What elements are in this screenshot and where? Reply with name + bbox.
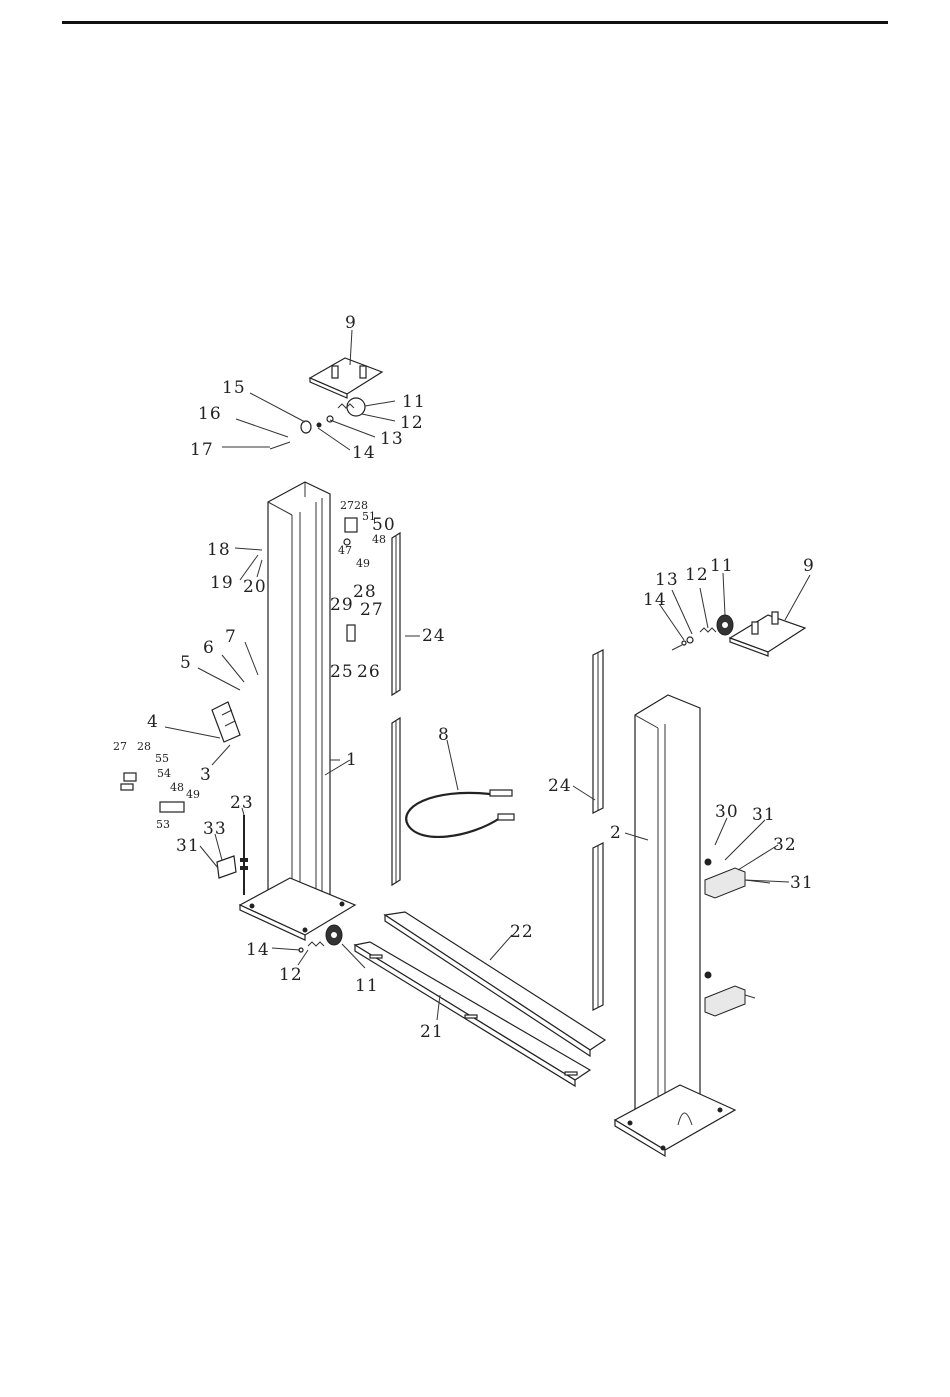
label-11-top: 11 xyxy=(402,392,426,412)
label-29: 29 xyxy=(330,595,354,615)
label-49-a: 49 xyxy=(356,557,370,570)
label-18: 18 xyxy=(207,540,231,560)
lock-bracket-3 xyxy=(212,702,240,742)
label-27-c: 27 xyxy=(113,740,127,753)
label-15: 15 xyxy=(222,378,246,398)
bracket-50 xyxy=(344,518,357,545)
label-7: 7 xyxy=(225,627,237,647)
label-5: 5 xyxy=(180,653,192,673)
label-25: 25 xyxy=(330,662,354,682)
label-47: 47 xyxy=(338,544,352,557)
label-11-b: 11 xyxy=(355,976,379,996)
label-6: 6 xyxy=(203,638,215,658)
label-12-r: 12 xyxy=(685,565,709,585)
right-column-2 xyxy=(615,695,735,1156)
label-1: 1 xyxy=(346,750,358,770)
label-48-b: 48 xyxy=(170,781,184,794)
label-13-top: 13 xyxy=(380,429,404,449)
label-48-a: 48 xyxy=(372,533,386,546)
channel-24-upper-right xyxy=(593,650,603,813)
label-53: 53 xyxy=(156,818,170,831)
label-28-c: 28 xyxy=(137,740,151,753)
label-50: 50 xyxy=(372,515,396,535)
channel-24-upper-left xyxy=(392,533,400,695)
bracket-25 xyxy=(347,625,355,641)
label-14-top: 14 xyxy=(352,443,376,463)
label-23: 23 xyxy=(230,793,254,813)
channel-24-lower-left xyxy=(392,718,400,885)
label-16: 16 xyxy=(198,404,222,424)
label-24-a: 24 xyxy=(422,626,446,646)
top-washer-parts xyxy=(270,416,333,449)
lock-block-lower xyxy=(705,972,755,1016)
label-55: 55 xyxy=(155,752,169,765)
right-sheave-11 xyxy=(672,615,733,650)
label-14-r: 14 xyxy=(643,590,667,610)
label-26: 26 xyxy=(357,662,381,682)
label-9-r: 9 xyxy=(803,556,815,576)
top-sheave-11 xyxy=(338,398,365,416)
label-2: 2 xyxy=(610,823,622,843)
label-33: 33 xyxy=(203,819,227,839)
label-12-b: 12 xyxy=(279,965,303,985)
label-31-a: 31 xyxy=(176,836,200,856)
label-4: 4 xyxy=(147,712,159,732)
label-24-b: 24 xyxy=(548,776,572,796)
label-14-b: 14 xyxy=(246,940,270,960)
label-17: 17 xyxy=(190,440,214,460)
label-20: 20 xyxy=(243,577,267,597)
header-rule xyxy=(62,21,888,24)
top-plate-9 xyxy=(310,358,382,398)
label-49-b: 49 xyxy=(186,788,200,801)
label-32: 32 xyxy=(773,835,797,855)
label-19: 19 xyxy=(210,573,234,593)
label-11-r: 11 xyxy=(710,556,734,576)
label-22: 22 xyxy=(510,922,534,942)
label-54: 54 xyxy=(157,767,171,780)
channel-24-lower-right xyxy=(593,843,603,1010)
label-31-b: 31 xyxy=(752,805,776,825)
label-9-top: 9 xyxy=(345,313,357,333)
label-3: 3 xyxy=(200,765,212,785)
label-27-a: 27 xyxy=(340,499,354,512)
lock-block-upper-32 xyxy=(705,859,770,898)
label-13-r: 13 xyxy=(655,570,679,590)
label-31-c: 31 xyxy=(790,873,814,893)
label-30: 30 xyxy=(715,802,739,822)
label-21: 21 xyxy=(420,1022,444,1042)
cover-plate-33 xyxy=(217,856,236,878)
label-8: 8 xyxy=(438,725,450,745)
label-27-b: 27 xyxy=(360,600,384,620)
label-28-b: 28 xyxy=(353,582,377,602)
right-plate-9 xyxy=(730,612,805,656)
bolt-23 xyxy=(240,815,248,895)
hydraulic-hose-8 xyxy=(406,790,514,837)
